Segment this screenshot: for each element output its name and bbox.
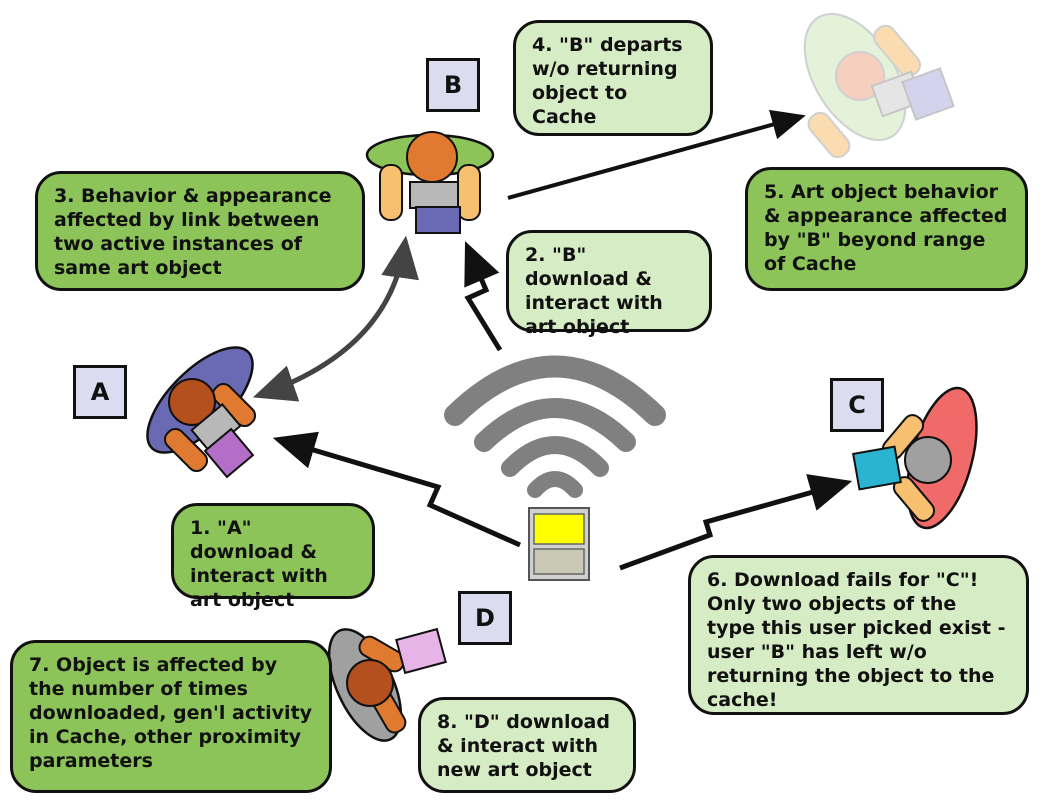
callout-step-2: 2. "B" download & interact with art obje… — [506, 230, 712, 338]
callout-step-5: 5. Art object behavior & appearance affe… — [745, 167, 1028, 291]
arrow-download-a — [272, 431, 522, 548]
label-b: B — [426, 58, 480, 112]
callout-step-8: 8. "D" download & interact with new art … — [418, 697, 636, 793]
arrow-b-departs — [507, 109, 806, 200]
callout-step-6: 6. Download fails for "C"! Only two obje… — [688, 555, 1029, 715]
user-a-figure — [146, 346, 257, 479]
user-d-figure — [327, 627, 447, 742]
cache-bottom-panel — [533, 548, 585, 575]
user-c-figure — [852, 386, 978, 530]
callout-step-7: 7. Object is affected by the number of t… — [10, 640, 332, 793]
callout-step-1: 1. "A" download & interact with art obje… — [171, 503, 375, 611]
signal-arc-3 — [501, 436, 609, 477]
signal-arc-2 — [474, 398, 636, 452]
user-d-device — [395, 627, 447, 675]
user-a-device — [203, 427, 255, 479]
user-b-device — [415, 206, 461, 234]
label-d: D — [458, 591, 512, 645]
label-a: A — [73, 365, 127, 419]
signal-arc-inner — [527, 471, 583, 498]
arrow-link-a-b — [252, 235, 419, 402]
user-b-departed-figure — [803, 12, 955, 159]
callout-step-3: 3. Behavior & appearance affected by lin… — [35, 171, 365, 291]
arrow-download-b — [464, 241, 503, 352]
signal-arc-outer — [444, 355, 666, 426]
callout-step-4: 4. "B" departs w/o returning object to C… — [513, 20, 713, 136]
cache-device-icon — [528, 507, 590, 581]
user-b-figure — [365, 131, 495, 234]
cache-top-panel — [533, 513, 585, 545]
label-c: C — [830, 378, 884, 432]
signal-icon — [444, 355, 666, 498]
user-c-device — [852, 445, 902, 491]
arrow-download-c — [619, 474, 853, 571]
